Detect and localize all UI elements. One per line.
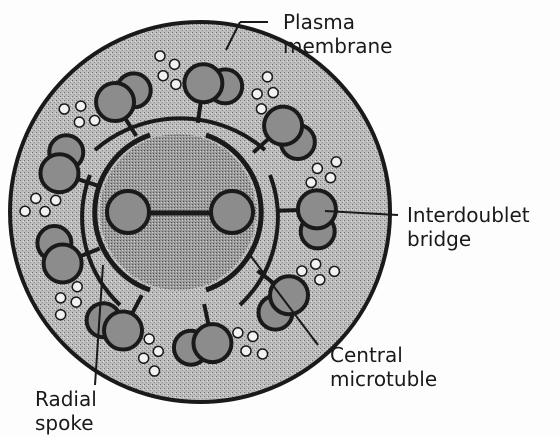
dynein-arm-dot <box>59 104 69 114</box>
doublet-a-tubule <box>44 244 82 282</box>
dynein-arm-dot <box>76 101 86 111</box>
dynein-arm-dot <box>158 71 168 81</box>
dynein-arm-dot <box>252 89 262 99</box>
dynein-arm-dot <box>171 79 181 89</box>
dynein-arm-dot <box>262 72 272 82</box>
label-plasma-membrane-line2: membrane <box>283 34 392 58</box>
label-interdoublet-bridge-line2: bridge <box>407 227 471 251</box>
dynein-arm-dot <box>268 88 278 98</box>
dynein-arm-dot <box>331 157 341 167</box>
label-plasma-membrane: Plasma membrane <box>283 10 392 58</box>
dynein-arm-dot <box>90 115 100 125</box>
doublet-a-tubule <box>104 312 142 350</box>
label-central-microtuble-line2: microtuble <box>330 367 437 391</box>
central-microtubule-right <box>211 191 253 233</box>
dynein-arm-dot <box>71 297 81 307</box>
radial-spoke-stub <box>277 210 297 211</box>
dynein-arm-dot <box>149 366 159 376</box>
dynein-arm-dot <box>56 293 66 303</box>
dynein-arm-dot <box>153 346 163 356</box>
dynein-arm-dot <box>248 331 258 341</box>
dynein-arm-dot <box>233 328 243 338</box>
label-central-microtuble: Central microtuble <box>330 343 437 391</box>
doublet-a-tubule <box>184 64 222 102</box>
dynein-arm-dot <box>329 266 339 276</box>
doublet-a-tubule <box>264 107 302 145</box>
dynein-arm-dot <box>256 104 266 114</box>
dynein-arm-dot <box>56 310 66 320</box>
central-microtubule-left <box>107 191 149 233</box>
dynein-arm-dot <box>51 195 61 205</box>
dynein-arm-dot <box>144 334 154 344</box>
doublet-a-tubule <box>96 83 134 121</box>
dynein-arm-dot <box>170 59 180 69</box>
dynein-arm-dot <box>315 275 325 285</box>
doublet-a-tubule <box>298 190 336 228</box>
dynein-arm-dot <box>306 178 316 188</box>
label-plasma-membrane-line1: Plasma <box>283 10 355 34</box>
label-radial-spoke-line2: spoke <box>35 411 94 435</box>
doublet-a-tubule <box>40 154 78 192</box>
dynein-arm-dot <box>40 207 50 217</box>
doublet-a-tubule <box>193 324 231 362</box>
dynein-arm-dot <box>326 173 336 183</box>
dynein-arm-dot <box>297 266 307 276</box>
radial-spoke-stub <box>198 103 201 123</box>
dynein-arm-dot <box>72 282 82 292</box>
label-interdoublet-bridge: Interdoublet bridge <box>407 203 530 251</box>
label-central-microtuble-line1: Central <box>330 343 403 367</box>
dynein-arm-dot <box>20 206 30 216</box>
label-radial-spoke: Radial spoke <box>35 387 97 435</box>
label-interdoublet-bridge-line1: Interdoublet <box>407 203 530 227</box>
dynein-arm-dot <box>155 51 165 61</box>
dynein-arm-dot <box>258 349 268 359</box>
doublet-a-tubule <box>270 276 308 314</box>
dynein-arm-dot <box>241 346 251 356</box>
dynein-arm-dot <box>31 193 41 203</box>
dynein-arm-dot <box>312 163 322 173</box>
dynein-arm-dot <box>139 353 149 363</box>
label-radial-spoke-line1: Radial <box>35 387 97 411</box>
dynein-arm-dot <box>74 117 84 127</box>
dynein-arm-dot <box>311 259 321 269</box>
